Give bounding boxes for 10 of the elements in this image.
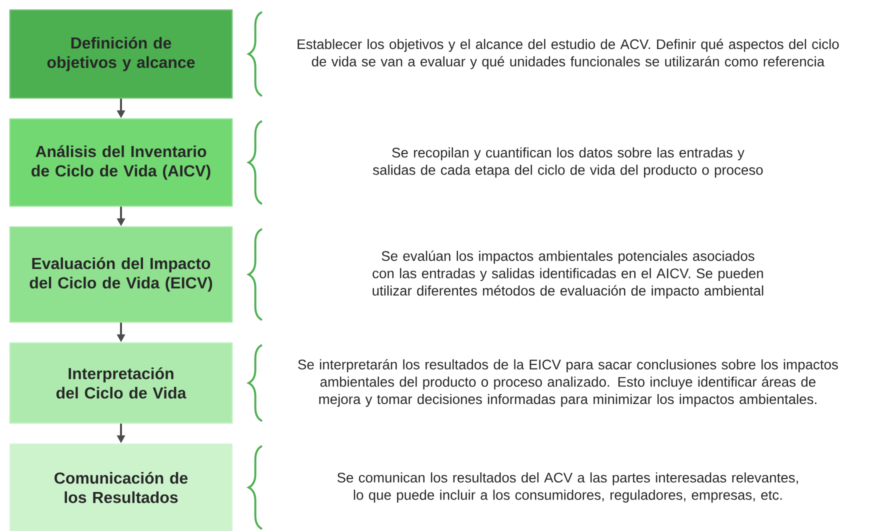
description-text: Se comunican los resultados del ACV a las partes interesadas relevantes, lo que puede incluir a los consumidores, reguladores, empresas, etc. <box>337 472 798 503</box>
process-box: Evaluación del Impacto del Ciclo de Vida (EICV) <box>9 226 233 323</box>
process-box: Interpretación del Ciclo de Vida <box>9 342 233 424</box>
description-text: Se recopilan y cuantifican los datos sobre las entradas y salidas de cada etapa del ciclo de vida del producto o proceso <box>372 147 763 178</box>
process-box: Análisis del Inventario de Ciclo de Vida (AICV) <box>9 118 233 207</box>
process-box: Comunicación de los Resultados <box>9 443 233 531</box>
process-box: Definición de objetivos y alcance <box>9 9 233 99</box>
description-text: Se interpretarán los resultados de la EICV para sacar conclusiones sobre los impactos ambientales del producto o proceso analizado. Esto incluye identificar áreas de mejora y tomar decisiones informadas para minimizar los impactos ambientales. <box>298 359 838 407</box>
description-text: Se evalúan los impactos ambientales potenciales asociados con las entradas y salidas identificadas en el AICV. Se pueden utilizar diferentes métodos de evaluación de impacto ambiental <box>372 250 764 298</box>
description-text: Establecer los objetivos y el alcance del estudio de ACV. Definir qué aspectos del ciclo de vida se van a evaluar y qué unidades funcionales se utilizarán como referencia <box>298 38 839 70</box>
